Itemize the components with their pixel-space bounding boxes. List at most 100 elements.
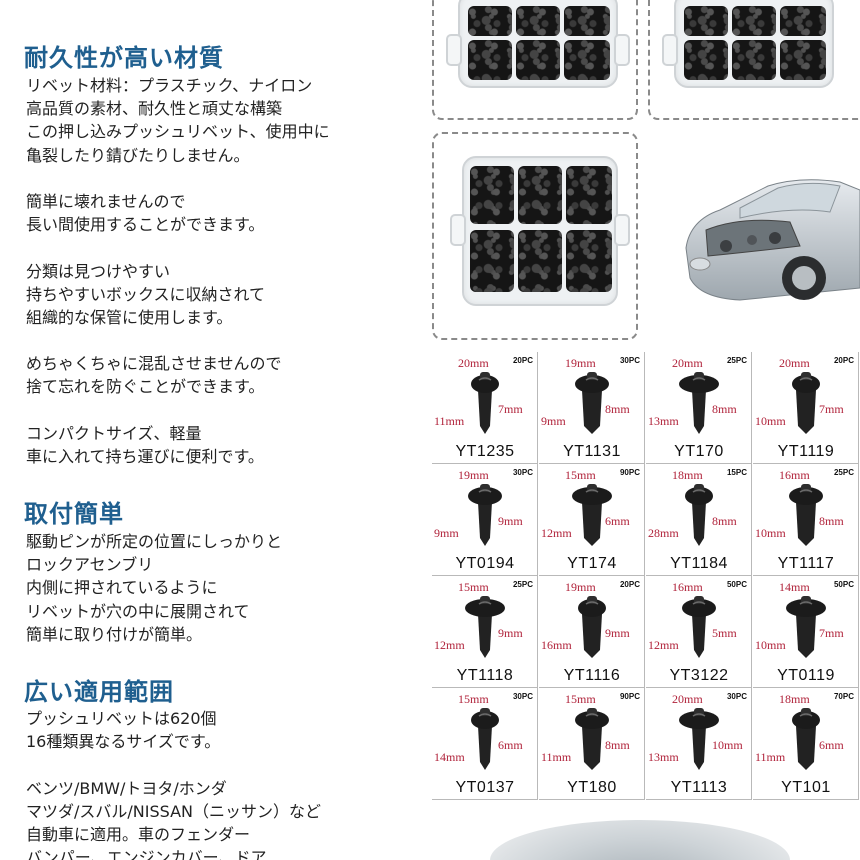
head-diameter-label: 18mm [672,468,703,482]
rivet-icon [471,708,499,770]
storage-box [446,0,630,88]
section-body-installation: 駆動ピンが所定の位置にしっかりとロックアセンブリ内側に押されているようにリベット… [26,530,282,646]
length-label: 16mm [541,638,572,652]
quantity-label: 20PC [619,580,640,589]
text-line: 駆動ピンが所定の位置にしっかりと [26,532,283,551]
rivet-icon [792,372,820,434]
model-label: YT1117 [777,555,835,572]
head-diameter-label: 20mm [672,692,703,706]
quantity-label: 30PC [726,692,747,701]
text-line: 捨て忘れを防ぐことができます。 [26,377,265,397]
width-label: 8mm [712,402,737,416]
head-diameter-label: 16mm [672,580,703,594]
quantity-label: 30PC [619,356,640,365]
section-body-durability: リベット材料：プラスチック、ナイロン高品質の素材、耐久性と頑丈な構築この押し込み… [26,74,330,468]
model-label: YT174 [567,555,617,572]
storage-box-photo-2 [648,0,860,120]
length-label: 11mm [434,414,465,428]
rivet-icon [682,596,716,658]
rivet-icon [679,372,719,434]
length-label: 9mm [434,526,459,540]
length-label: 11mm [541,750,572,764]
length-label: 13mm [648,750,679,764]
paragraph-gap [26,329,330,352]
width-label: 6mm [605,514,630,528]
width-label: 7mm [819,626,844,640]
text-line: 簡単に取り付けが簡単。 [26,624,203,644]
section-title-durability: 耐久性が高い材質 [24,44,224,72]
model-label: YT0194 [455,555,515,572]
quantity-label: 25PC [726,356,747,365]
section-title-installation: 取付簡単 [24,500,124,528]
text-line: マツダ/スバル/NISSAN（ニッサン）など [26,801,321,821]
model-label: YT1113 [670,779,728,796]
paragraph-gap [26,753,321,776]
text-line: 自動車に適用。車のフェンダー [26,824,251,844]
storage-box [450,156,630,306]
text-line: めちゃくちゃに混乱させませんので [26,354,282,374]
quantity-label: 90PC [619,468,640,477]
head-diameter-label: 20mm [672,356,703,370]
text-line: 持ちやすいボックスに収納されて [26,284,266,304]
paragraph-gap [26,399,330,422]
head-diameter-label: 15mm [565,692,596,706]
width-label: 10mm [712,738,743,752]
rivet-icon [468,484,502,546]
head-diameter-label: 14mm [779,580,810,594]
head-diameter-label: 15mm [458,692,489,706]
width-label: 9mm [605,626,630,640]
model-label: YT180 [567,779,617,796]
quantity-label: 20PC [512,356,533,365]
head-diameter-label: 19mm [458,468,489,482]
quantity-label: 90PC [619,692,640,701]
quantity-label: 50PC [833,580,854,589]
product-photo-partial [490,820,790,860]
quantity-label: 25PC [833,468,854,477]
text-line: リベット材料：プラスチック、ナイロン [26,76,313,95]
head-diameter-label: 15mm [458,580,489,594]
head-diameter-label: 20mm [779,356,810,370]
text-line: プッシュリベットは620個 [26,709,217,728]
width-label: 8mm [819,514,844,528]
quantity-label: 25PC [512,580,533,589]
text-line: ベンツ/BMW/トヨタ/ホンダ [26,778,227,798]
quantity-label: 70PC [833,692,854,701]
rivet-icon [575,708,609,770]
length-label: 12mm [434,638,465,652]
text-line: 簡単に壊れませんので [26,191,186,211]
quantity-label: 50PC [726,580,747,589]
model-label: YT3122 [669,667,729,684]
text-line: 16種類異なるサイズです。 [26,732,221,752]
model-label: YT1116 [563,667,621,684]
model-label: YT101 [781,779,831,796]
length-label: 12mm [541,526,572,540]
head-diameter-label: 19mm [565,580,596,594]
text-line: バンパー、エンジンカバー、ドア [26,848,267,860]
text-line: ロックアセンブリ [26,555,154,575]
text-line: リベットが穴の中に展開されて [26,601,250,621]
rivet-icon [471,372,499,434]
car-illustration [685,179,860,301]
model-label: YT0137 [455,779,515,796]
quantity-label: 15PC [726,468,747,477]
model-label: YT0119 [777,667,835,684]
width-label: 6mm [819,738,844,752]
length-label: 14mm [434,750,465,764]
width-label: 8mm [712,514,737,528]
rivet-icon [465,596,505,658]
head-diameter-label: 18mm [779,692,810,706]
text-line: コンパクトサイズ、軽量 [26,423,202,443]
length-label: 13mm [648,414,679,428]
width-label: 8mm [605,402,630,416]
length-label: 11mm [755,750,786,764]
